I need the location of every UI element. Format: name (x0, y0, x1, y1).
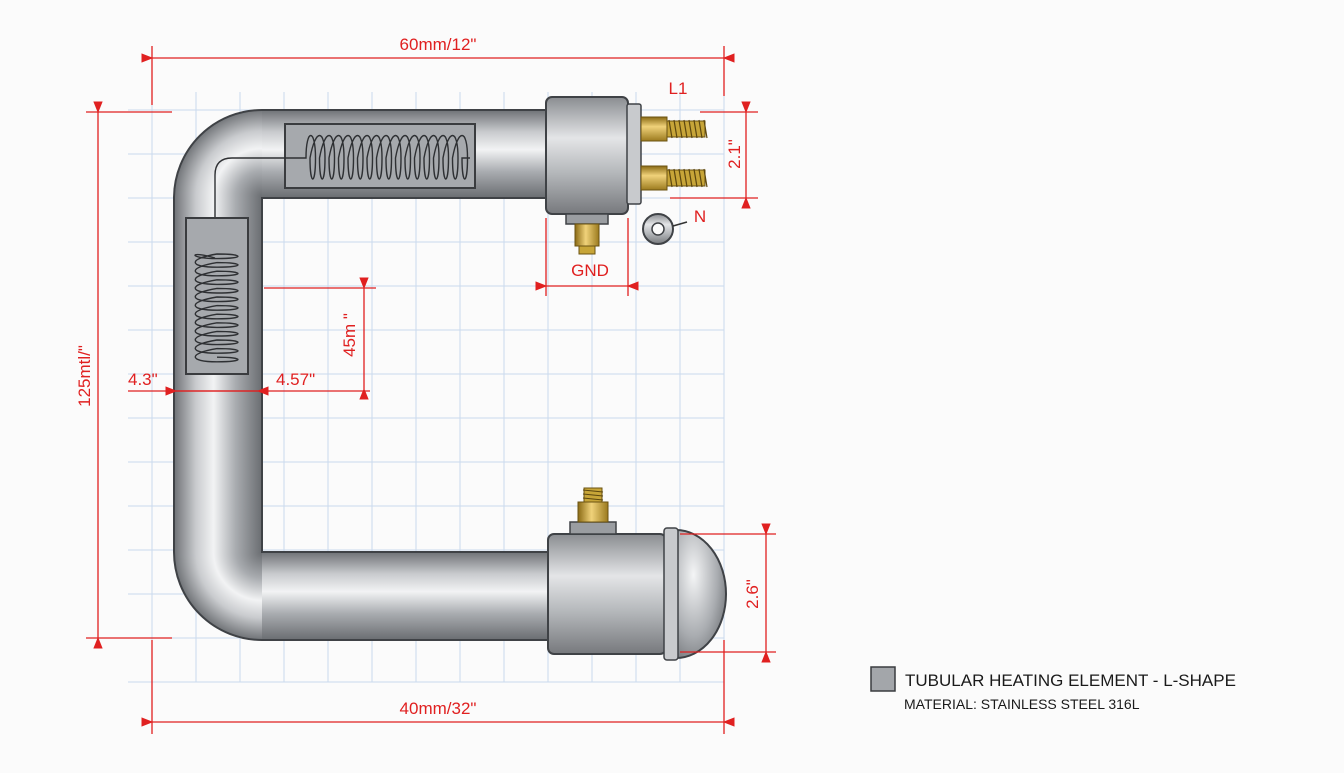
line-terminal-stud (666, 119, 708, 139)
end-cap (547, 487, 727, 661)
overall-height-label: 125mtl/" (75, 345, 94, 407)
ground-terminal-label: GND (571, 261, 609, 280)
bottom-width-label: 40mm/32" (400, 699, 477, 718)
end-cap-height-label: 2.6" (743, 579, 762, 609)
coil-window-top (214, 123, 476, 260)
inner-height-label: 45m " (340, 313, 359, 357)
washer-icon (642, 213, 688, 245)
left-wall-label: 4.3" (128, 370, 158, 389)
terminal-spacing-label: 2.1" (725, 139, 744, 169)
top-width-label: 60mm/12" (400, 35, 477, 54)
inner-offset-label: 4.57" (276, 370, 315, 389)
neutral-terminal-label: N (694, 207, 706, 226)
coil-window-left (185, 217, 249, 375)
legend-swatch (870, 666, 896, 692)
neutral-terminal-stud (666, 168, 708, 188)
dimension-lines (86, 46, 776, 734)
line-terminal-label: L1 (669, 79, 688, 98)
legend-title: TUBULAR HEATING ELEMENT - L-SHAPE (905, 671, 1236, 690)
terminal-block (545, 96, 708, 255)
legend-material: MATERIAL: STAINLESS STEEL 316L (904, 696, 1140, 712)
legend: TUBULAR HEATING ELEMENT - L-SHAPE MATERI… (870, 666, 1236, 712)
